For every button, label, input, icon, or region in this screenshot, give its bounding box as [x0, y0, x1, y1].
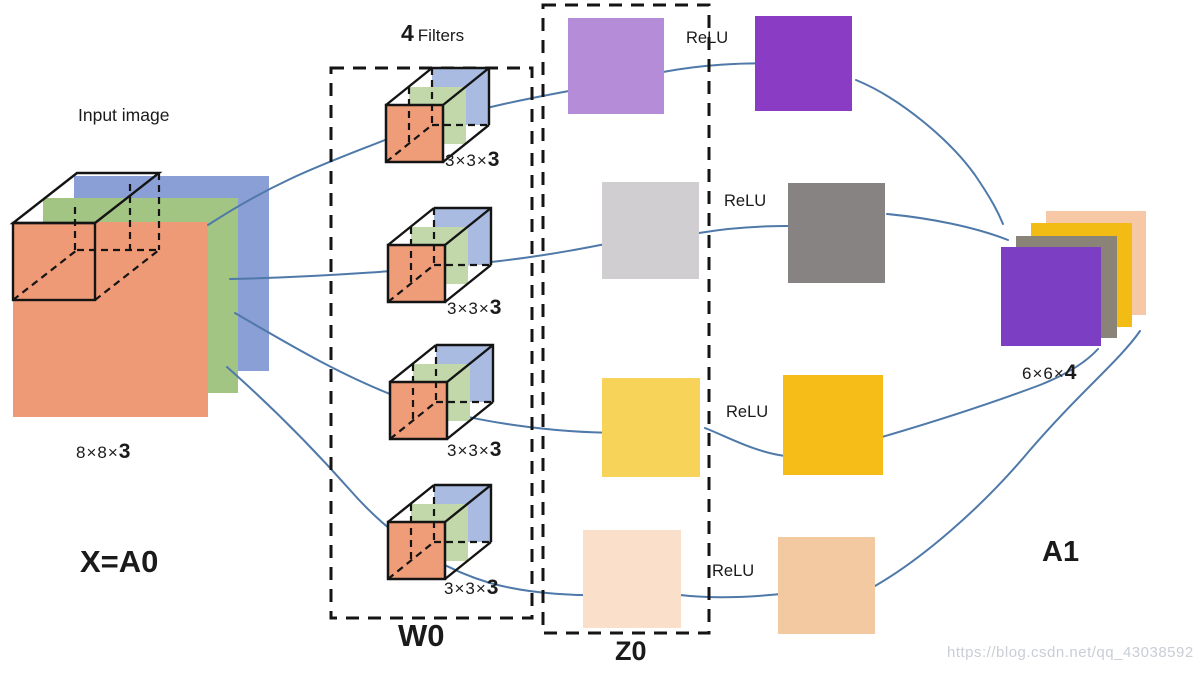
watermark: https://blog.csdn.net/qq_43038592: [947, 644, 1194, 661]
connector-curves: [207, 62, 1141, 599]
filter-cube-4: [386, 483, 493, 581]
curve-relu-to-a1-4: [874, 330, 1141, 587]
input-channel-red: [13, 222, 208, 417]
input-image-title: Input image: [78, 105, 170, 125]
relu-map-2: [788, 183, 885, 283]
relu-label-1: ReLU: [686, 29, 729, 47]
filter-dims-depth: 3: [487, 148, 500, 171]
filter-dims-label-2: 3×3×3: [447, 297, 501, 318]
z0-label: Z0: [615, 636, 647, 666]
relu-label-4: ReLU: [712, 562, 755, 580]
curve-relu-to-a1-3: [881, 348, 1099, 438]
filter-dims-depth: 3: [489, 438, 502, 461]
filter-dims-label-1: 3×3×3: [445, 149, 499, 170]
filter-dims-label-4: 3×3×3: [444, 577, 498, 598]
z0-map-4: [583, 530, 681, 628]
filter-cube-1: [384, 66, 491, 164]
filter-dims-label-3: 3×3×3: [447, 439, 501, 460]
cube-front-face: [11, 221, 97, 302]
filter-cube-edges: [385, 66, 491, 163]
cube-hidden-edge: [12, 249, 78, 301]
a1-dims-prefix: 6×6×: [1022, 364, 1065, 383]
z0-map-3: [602, 378, 700, 477]
filter-face-front: [384, 103, 445, 164]
input-receptive-cube: [9, 171, 163, 302]
filter-face-front: [388, 380, 449, 441]
filter-cube-hidden-edges: [385, 68, 489, 163]
relu-map-3: [783, 375, 883, 475]
filter-dims-prefix: 3×3×: [447, 299, 490, 318]
filter-cube-edges: [387, 483, 493, 580]
a1-dims-depth: 4: [1064, 361, 1077, 384]
input-dims-label: 8×8×3: [76, 441, 130, 462]
z0-map-1: [568, 18, 664, 114]
filter-cube-edges: [389, 343, 495, 440]
curve-relu-to-a1-1: [855, 79, 1004, 225]
filter-cube-3: [388, 343, 495, 441]
filters-count: 4: [401, 20, 414, 46]
a1-name-label: A1: [1042, 536, 1080, 568]
input-dims-prefix: 8×8×: [76, 443, 119, 462]
filter-cube-edges: [387, 206, 493, 303]
relu-label-3: ReLU: [726, 403, 769, 421]
filter-face-front: [386, 520, 447, 581]
relu-map-1: [755, 16, 852, 111]
relu-label-2: ReLU: [724, 192, 767, 210]
cube-hidden-edge: [94, 249, 160, 301]
relu-map-4: [778, 537, 875, 634]
filter-face-front: [386, 243, 447, 304]
filter-dims-prefix: 3×3×: [447, 441, 490, 460]
a1-dims-label: 6×6×4: [1022, 362, 1076, 383]
input-name-label: X=A0: [80, 544, 159, 579]
filter-dims-depth: 3: [486, 576, 499, 599]
filter-cube-hidden-edges: [387, 208, 491, 303]
z0-map-2: [602, 182, 699, 279]
filter-dims-depth: 3: [489, 296, 502, 319]
filter-cube-2: [386, 206, 493, 304]
filters-word: Filters: [417, 26, 465, 45]
filter-cube-hidden-edges: [389, 345, 493, 440]
a1-layer-purple: [1001, 247, 1101, 346]
filter-dims-prefix: 3×3×: [444, 579, 487, 598]
input-dims-depth: 3: [118, 440, 131, 463]
filter-cube-hidden-edges: [387, 485, 491, 580]
w0-label: W0: [398, 618, 445, 653]
curve-relu-to-a1-2: [886, 213, 1009, 241]
filter-dims-prefix: 3×3×: [445, 151, 488, 170]
